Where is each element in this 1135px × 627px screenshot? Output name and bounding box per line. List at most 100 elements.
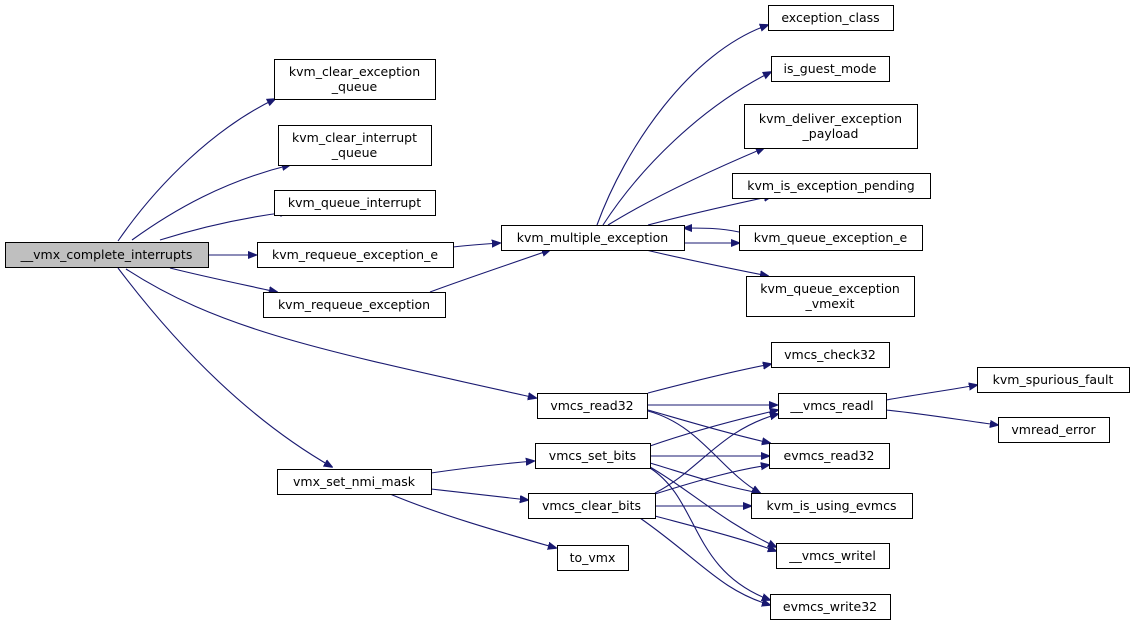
node-kvm-is-exception-pending[interactable]: kvm_is_exception_pending bbox=[732, 173, 931, 199]
edge-arrow bbox=[647, 196, 772, 226]
node-label: to_vmx bbox=[570, 550, 616, 565]
node-vmcs-check32[interactable]: vmcs_check32 bbox=[771, 342, 890, 368]
node-label: __vmx_complete_interrupts bbox=[20, 247, 193, 262]
edge-vmcs-read32-to-vmcs-check32 bbox=[647, 364, 771, 394]
node-box bbox=[977, 367, 1130, 393]
edge-arrow bbox=[885, 409, 998, 425]
node-kvm-queue-exception-vmexit[interactable]: kvm_queue_exception_vmexit bbox=[746, 276, 915, 317]
node-box bbox=[528, 493, 656, 519]
edge-vmx-complete-interrupts-to-kvm-clear-interrupt-queue bbox=[131, 165, 290, 241]
edge-kvm-multiple-exception-to-exception-class bbox=[596, 25, 768, 226]
node-kvm-spurious-fault[interactable]: kvm_spurious_fault bbox=[977, 367, 1130, 393]
edge-vmcs-set-bits-to-evmcs-write32 bbox=[649, 467, 770, 600]
node-vmcs-set-bits[interactable]: vmcs_set_bits bbox=[535, 443, 651, 469]
node-label: vmread_error bbox=[1011, 422, 1096, 437]
edge-vmcs-set-bits-to-kvm-is-using-evmcs bbox=[649, 462, 760, 493]
edge-vmx-complete-interrupts-to-kvm-requeue-exception bbox=[169, 267, 277, 292]
node-box bbox=[278, 125, 432, 166]
edge-arrow bbox=[389, 493, 556, 548]
edge-vmcs-clear-bits-to-vmcs-readl bbox=[654, 414, 778, 494]
node-label: kvm_deliver_exception bbox=[759, 111, 902, 126]
node-box bbox=[998, 417, 1110, 443]
edge-vmx-complete-interrupts-to-kvm-clear-exception-queue bbox=[117, 99, 275, 242]
edge-vmx-complete-interrupts-to-vmx-set-nmi-mask bbox=[117, 267, 332, 467]
node-label: __vmcs_readl bbox=[789, 398, 873, 413]
node-vmcs-readl[interactable]: __vmcs_readl bbox=[778, 393, 887, 419]
node-box bbox=[778, 393, 887, 419]
node-to-vmx[interactable]: to_vmx bbox=[557, 545, 629, 571]
edge-arrow bbox=[647, 410, 760, 493]
edge-vmcs-readl-to-vmread-error bbox=[885, 409, 998, 425]
edge-arrow bbox=[647, 364, 771, 394]
edge-arrow bbox=[430, 488, 528, 500]
node-kvm-clear-exception-queue[interactable]: kvm_clear_exception_queue bbox=[274, 59, 436, 100]
node-box bbox=[535, 443, 651, 469]
node-kvm-is-using-evmcs[interactable]: kvm_is_using_evmcs bbox=[751, 493, 913, 519]
node-vmread-error[interactable]: vmread_error bbox=[998, 417, 1110, 443]
edge-vmcs-clear-bits-to-vmcs-writel bbox=[654, 515, 776, 551]
node-label: kvm_clear_exception bbox=[289, 64, 420, 79]
edge-kvm-multiple-exception-to-kvm-queue-exception-vmexit bbox=[645, 249, 768, 276]
node-label: kvm_multiple_exception bbox=[517, 230, 668, 245]
node-box bbox=[257, 242, 454, 268]
node-label: kvm_queue_exception bbox=[760, 281, 900, 296]
node-label: vmcs_read32 bbox=[550, 398, 633, 413]
node-label: kvm_queue_interrupt bbox=[288, 195, 421, 210]
nodes-layer: __vmx_complete_interrupts kvm_clear_excep… bbox=[5, 5, 1130, 620]
node-box bbox=[771, 56, 890, 82]
node-is-guest-mode[interactable]: is_guest_mode bbox=[771, 56, 890, 82]
edge-arrow bbox=[654, 515, 776, 551]
node-evmcs-write32[interactable]: evmcs_write32 bbox=[770, 594, 891, 620]
node-vmx-set-nmi-mask[interactable]: vmx_set_nmi_mask bbox=[277, 469, 432, 495]
edge-arrow bbox=[602, 72, 771, 226]
edge-arrow bbox=[649, 467, 770, 600]
node-kvm-queue-interrupt[interactable]: kvm_queue_interrupt bbox=[274, 190, 436, 216]
node-evmcs-read32[interactable]: evmcs_read32 bbox=[769, 443, 890, 469]
node-box bbox=[739, 225, 923, 251]
edge-arrow bbox=[159, 212, 288, 241]
node-box bbox=[501, 225, 685, 251]
edges-layer bbox=[117, 25, 998, 605]
node-box bbox=[732, 173, 931, 199]
edge-kvm-requeue-exception-to-kvm-multiple-exception bbox=[429, 250, 550, 293]
node-kvm-deliver-exception-payload[interactable]: kvm_deliver_exception_payload bbox=[744, 104, 918, 149]
node-label: vmcs_set_bits bbox=[549, 448, 636, 463]
node-label: kvm_clear_interrupt bbox=[292, 130, 417, 145]
node-kvm-requeue-exception-e[interactable]: kvm_requeue_exception_e bbox=[257, 242, 454, 268]
edge-arrow bbox=[647, 409, 770, 443]
node-label: vmx_set_nmi_mask bbox=[293, 474, 416, 489]
edge-arrow bbox=[169, 267, 277, 292]
node-kvm-clear-interrupt-queue[interactable]: kvm_clear_interrupt_queue bbox=[278, 125, 432, 166]
node-box bbox=[557, 545, 629, 571]
edge-kvm-multiple-exception-to-kvm-is-exception-pending bbox=[647, 196, 772, 226]
node-label: evmcs_write32 bbox=[783, 599, 877, 614]
node-kvm-requeue-exception[interactable]: kvm_requeue_exception bbox=[263, 292, 446, 318]
edge-arrow bbox=[452, 243, 500, 247]
node-exception-class[interactable]: exception_class bbox=[768, 5, 894, 31]
node-kvm-multiple-exception[interactable]: kvm_multiple_exception bbox=[501, 225, 685, 251]
node-label: evmcs_read32 bbox=[784, 448, 875, 463]
edge-vmcs-clear-bits-to-evmcs-read32 bbox=[654, 465, 769, 495]
node-box bbox=[263, 292, 446, 318]
node-label: vmcs_check32 bbox=[784, 347, 876, 362]
node-kvm-queue-exception-e[interactable]: kvm_queue_exception_e bbox=[739, 225, 923, 251]
node-vmcs-read32[interactable]: vmcs_read32 bbox=[537, 393, 648, 419]
node-label: kvm_requeue_exception_e bbox=[272, 247, 438, 262]
node-label: kvm_requeue_exception bbox=[278, 297, 430, 312]
node-box bbox=[751, 493, 913, 519]
node-box bbox=[277, 469, 432, 495]
edge-arrow bbox=[649, 462, 760, 493]
edge-vmx-set-nmi-mask-to-to-vmx bbox=[389, 493, 556, 548]
node-vmx-complete-interrupts: __vmx_complete_interrupts bbox=[5, 242, 209, 268]
edge-kvm-requeue-exception-e-to-kvm-multiple-exception bbox=[452, 243, 500, 247]
node-box bbox=[771, 342, 890, 368]
node-label: kvm_is_exception_pending bbox=[747, 178, 914, 193]
node-box bbox=[537, 393, 648, 419]
node-vmcs-clear-bits[interactable]: vmcs_clear_bits bbox=[528, 493, 656, 519]
node-label: _vmexit bbox=[804, 296, 854, 311]
edge-arrow bbox=[125, 268, 536, 398]
node-label: exception_class bbox=[781, 10, 879, 25]
edge-vmcs-readl-to-kvm-spurious-fault bbox=[885, 385, 977, 401]
node-vmcs-writel[interactable]: __vmcs_writel bbox=[776, 543, 890, 569]
